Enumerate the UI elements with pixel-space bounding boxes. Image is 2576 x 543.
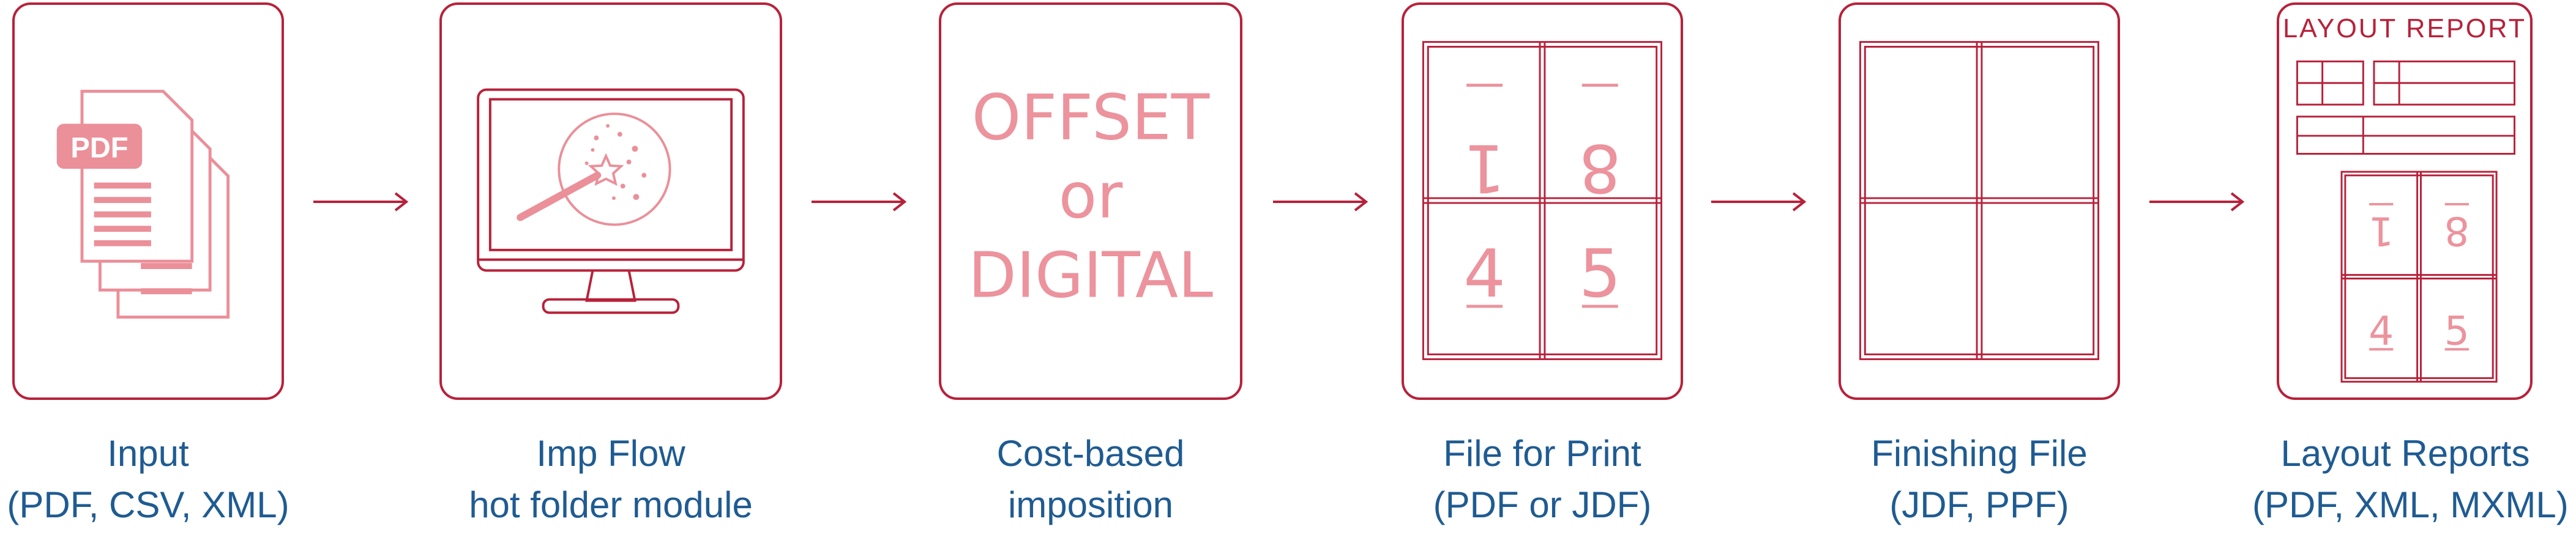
report-page-1-number: 1 <box>2369 207 2394 253</box>
caption-line2: (JDF, PPF) <box>1889 484 2069 525</box>
caption-line2: (PDF, XML, MXML) <box>2252 484 2569 525</box>
imp-flow-card <box>439 2 782 400</box>
arrow-3 <box>1273 192 1368 212</box>
arrow-2 <box>812 192 907 212</box>
pdf-badge-text: PDF <box>70 131 128 163</box>
arrow-5 <box>2149 192 2245 212</box>
caption-line2: (PDF or JDF) <box>1433 484 1652 525</box>
input-caption: Input (PDF, CSV, XML) <box>0 428 296 531</box>
arrow-1 <box>313 192 409 212</box>
digital-text: DIGITAL <box>968 239 1213 312</box>
finishing-file-caption: Finishing File (JDF, PPF) <box>1826 428 2132 531</box>
caption-line2: (PDF, CSV, XML) <box>7 484 289 525</box>
cost-based-card: OFFSET or DIGITAL <box>939 2 1242 400</box>
caption-line1: Input <box>107 433 189 474</box>
pdf-documents-icon: PDF <box>56 89 230 319</box>
caption-line1: Cost-based <box>996 433 1185 474</box>
cut-grid-icon <box>1859 41 2100 360</box>
page-1-number: 1 <box>1463 130 1506 206</box>
layout-report-icon: LAYOUT REPORT 1 8 4 <box>2283 14 2526 383</box>
caption-line1: Layout Reports <box>2280 433 2530 474</box>
file-for-print-caption: File for Print (PDF or JDF) <box>1389 428 1695 531</box>
report-page-8-number: 8 <box>2444 207 2470 253</box>
input-card: PDF <box>12 2 284 400</box>
layout-reports-caption: Layout Reports (PDF, XML, MXML) <box>2252 428 2569 531</box>
imp-flow-caption: Imp Flow hot folder module <box>427 428 794 531</box>
caption-line1: File for Print <box>1443 433 1641 474</box>
page-4-number: 4 <box>1463 236 1506 312</box>
report-page-4-number: 4 <box>2369 308 2394 354</box>
offset-text: OFFSET <box>972 82 1210 155</box>
or-text: or <box>1059 160 1124 233</box>
layout-reports-card: LAYOUT REPORT 1 8 4 <box>2277 2 2533 400</box>
imposition-sheet-icon: 1 8 4 5 <box>1422 41 1663 360</box>
finishing-file-card <box>1839 2 2120 400</box>
monitor-magic-wand-icon <box>477 88 745 314</box>
page-5-number: 5 <box>1579 236 1621 312</box>
caption-line1: Imp Flow <box>536 433 685 474</box>
cost-based-caption: Cost-based imposition <box>927 428 1255 531</box>
caption-line2: imposition <box>1007 484 1174 525</box>
caption-line1: Finishing File <box>1871 433 2088 474</box>
layout-report-title: LAYOUT REPORT <box>2283 14 2526 43</box>
caption-line2: hot folder module <box>469 484 753 525</box>
report-page-5-number: 5 <box>2444 308 2470 354</box>
page-8-number: 8 <box>1579 130 1621 206</box>
offset-digital-text: OFFSET or DIGITAL <box>968 82 1213 312</box>
file-for-print-card: 1 8 4 5 <box>1402 2 1683 400</box>
arrow-4 <box>1711 192 1807 212</box>
